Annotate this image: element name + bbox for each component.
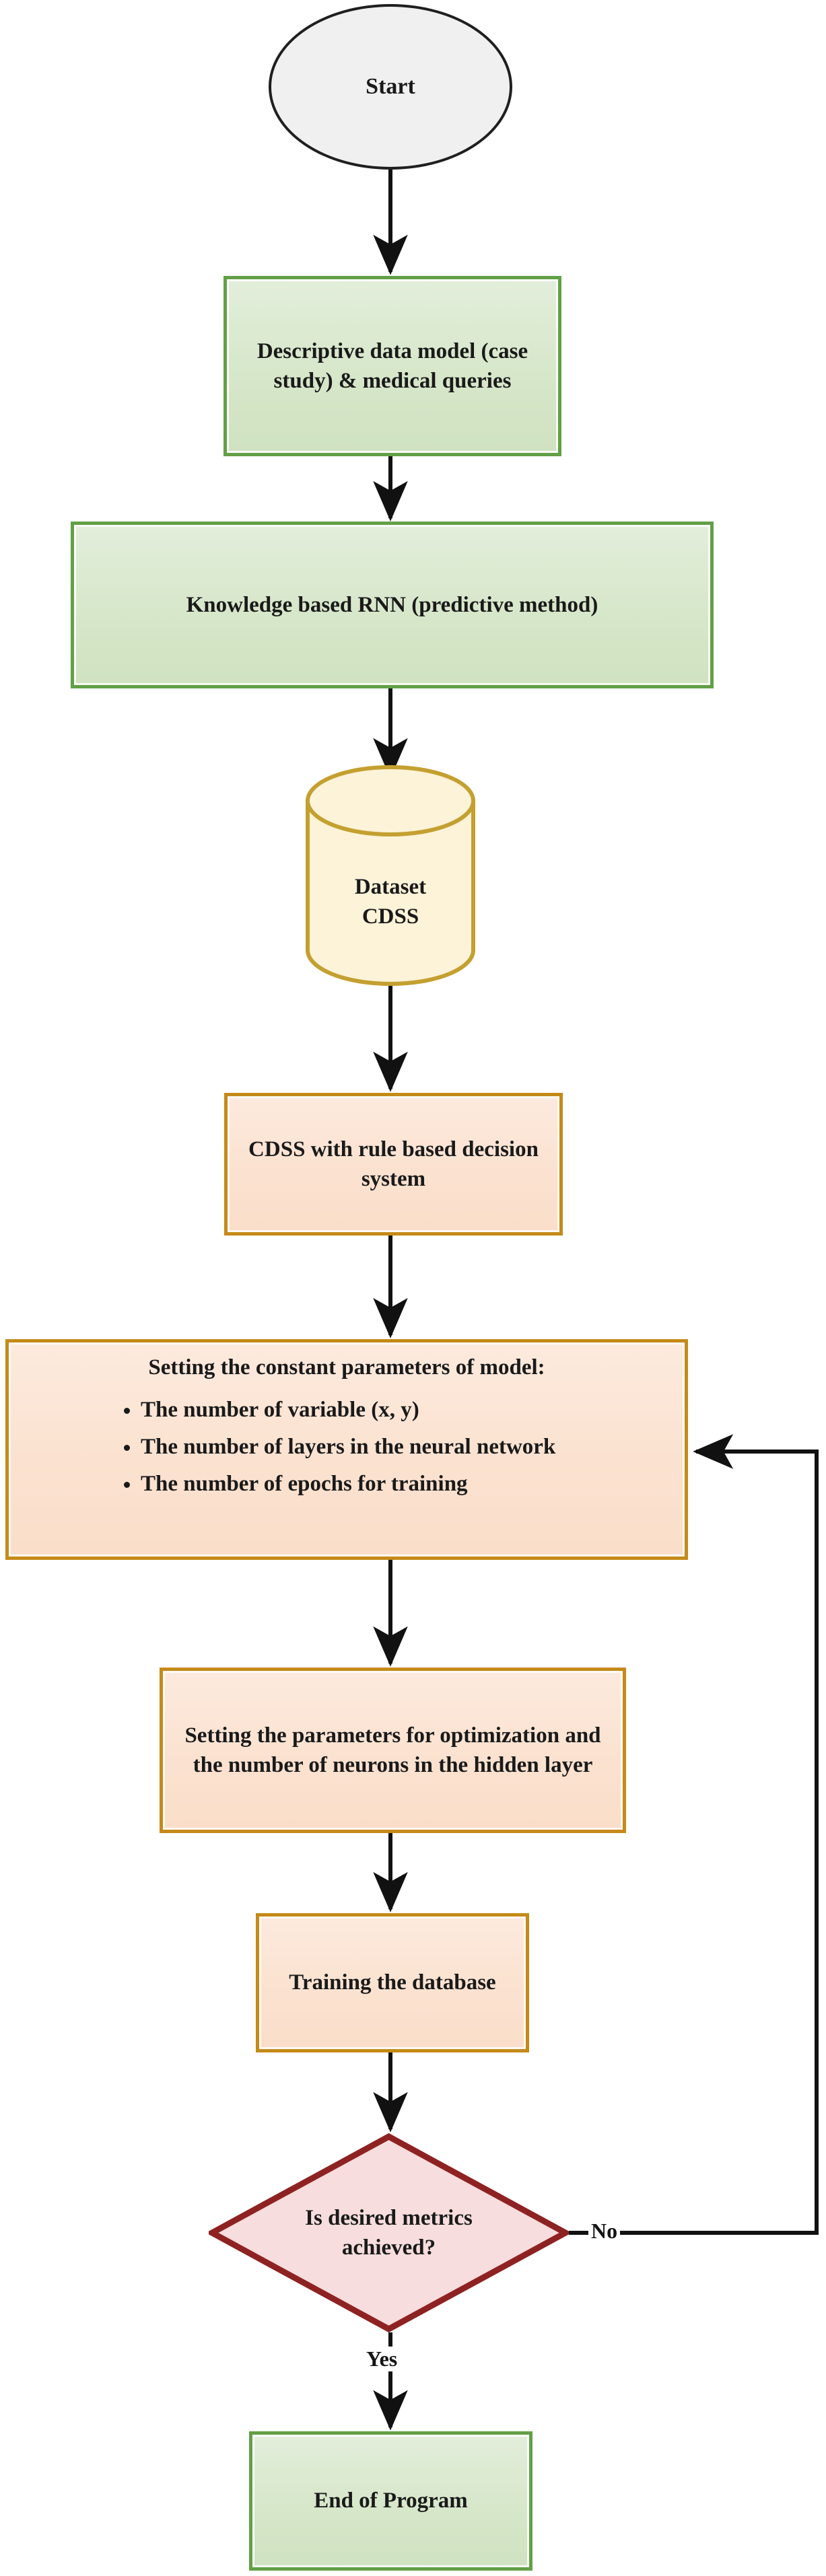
node-descriptive-data-model-label: Descriptive data model (case study) & me… [256, 338, 528, 393]
node-start[interactable]: Start [269, 4, 512, 170]
edge-decision-no-loop [569, 1434, 819, 2235]
node-end-of-program-label: End of Program [314, 2489, 468, 2513]
node-start-label: Start [366, 74, 415, 100]
node-cdss-rule-based[interactable]: CDSS with rule based decision system [224, 1093, 563, 1236]
node-dataset-line1: Dataset [354, 874, 427, 899]
node-decision-metrics[interactable]: Is desired metrics achieved? [209, 2133, 569, 2332]
list-item: The number of epochs for training [141, 1470, 685, 1499]
node-constant-parameters[interactable]: Setting the constant parameters of model… [5, 1339, 688, 1560]
node-cdss-rule-based-label: CDSS with rule based decision system [248, 1137, 539, 1191]
node-knowledge-based-rnn[interactable]: Knowledge based RNN (predictive method) [71, 522, 714, 688]
constant-parameters-list: The number of variable (x, y) The number… [9, 1396, 685, 1499]
list-item: The number of variable (x, y) [141, 1396, 685, 1425]
node-dataset-shape [306, 765, 475, 986]
list-item: The number of layers in the neural netwo… [141, 1433, 685, 1462]
node-descriptive-data-model[interactable]: Descriptive data model (case study) & me… [223, 276, 561, 456]
node-optimization-parameters[interactable]: Setting the parameters for optimization … [160, 1668, 626, 1833]
node-training-database-label: Training the database [289, 1970, 496, 1995]
node-dataset-line2: CDSS [362, 904, 419, 929]
node-knowledge-based-rnn-label: Knowledge based RNN (predictive method) [186, 592, 598, 617]
node-end-of-program[interactable]: End of Program [249, 2431, 532, 2571]
diamond-shape [209, 2133, 569, 2332]
node-optimization-parameters-label: Setting the parameters for optimization … [184, 1723, 601, 1777]
node-decision-metrics-label: Is desired metrics achieved? [305, 2205, 473, 2260]
constant-parameters-title: Setting the constant parameters of model… [148, 1355, 545, 1380]
edge-label-no: No [588, 2219, 621, 2244]
edge-label-yes: Yes [364, 2347, 401, 2371]
node-dataset-cdss[interactable]: Dataset CDSS [308, 855, 473, 949]
node-training-database[interactable]: Training the database [256, 1913, 529, 2052]
